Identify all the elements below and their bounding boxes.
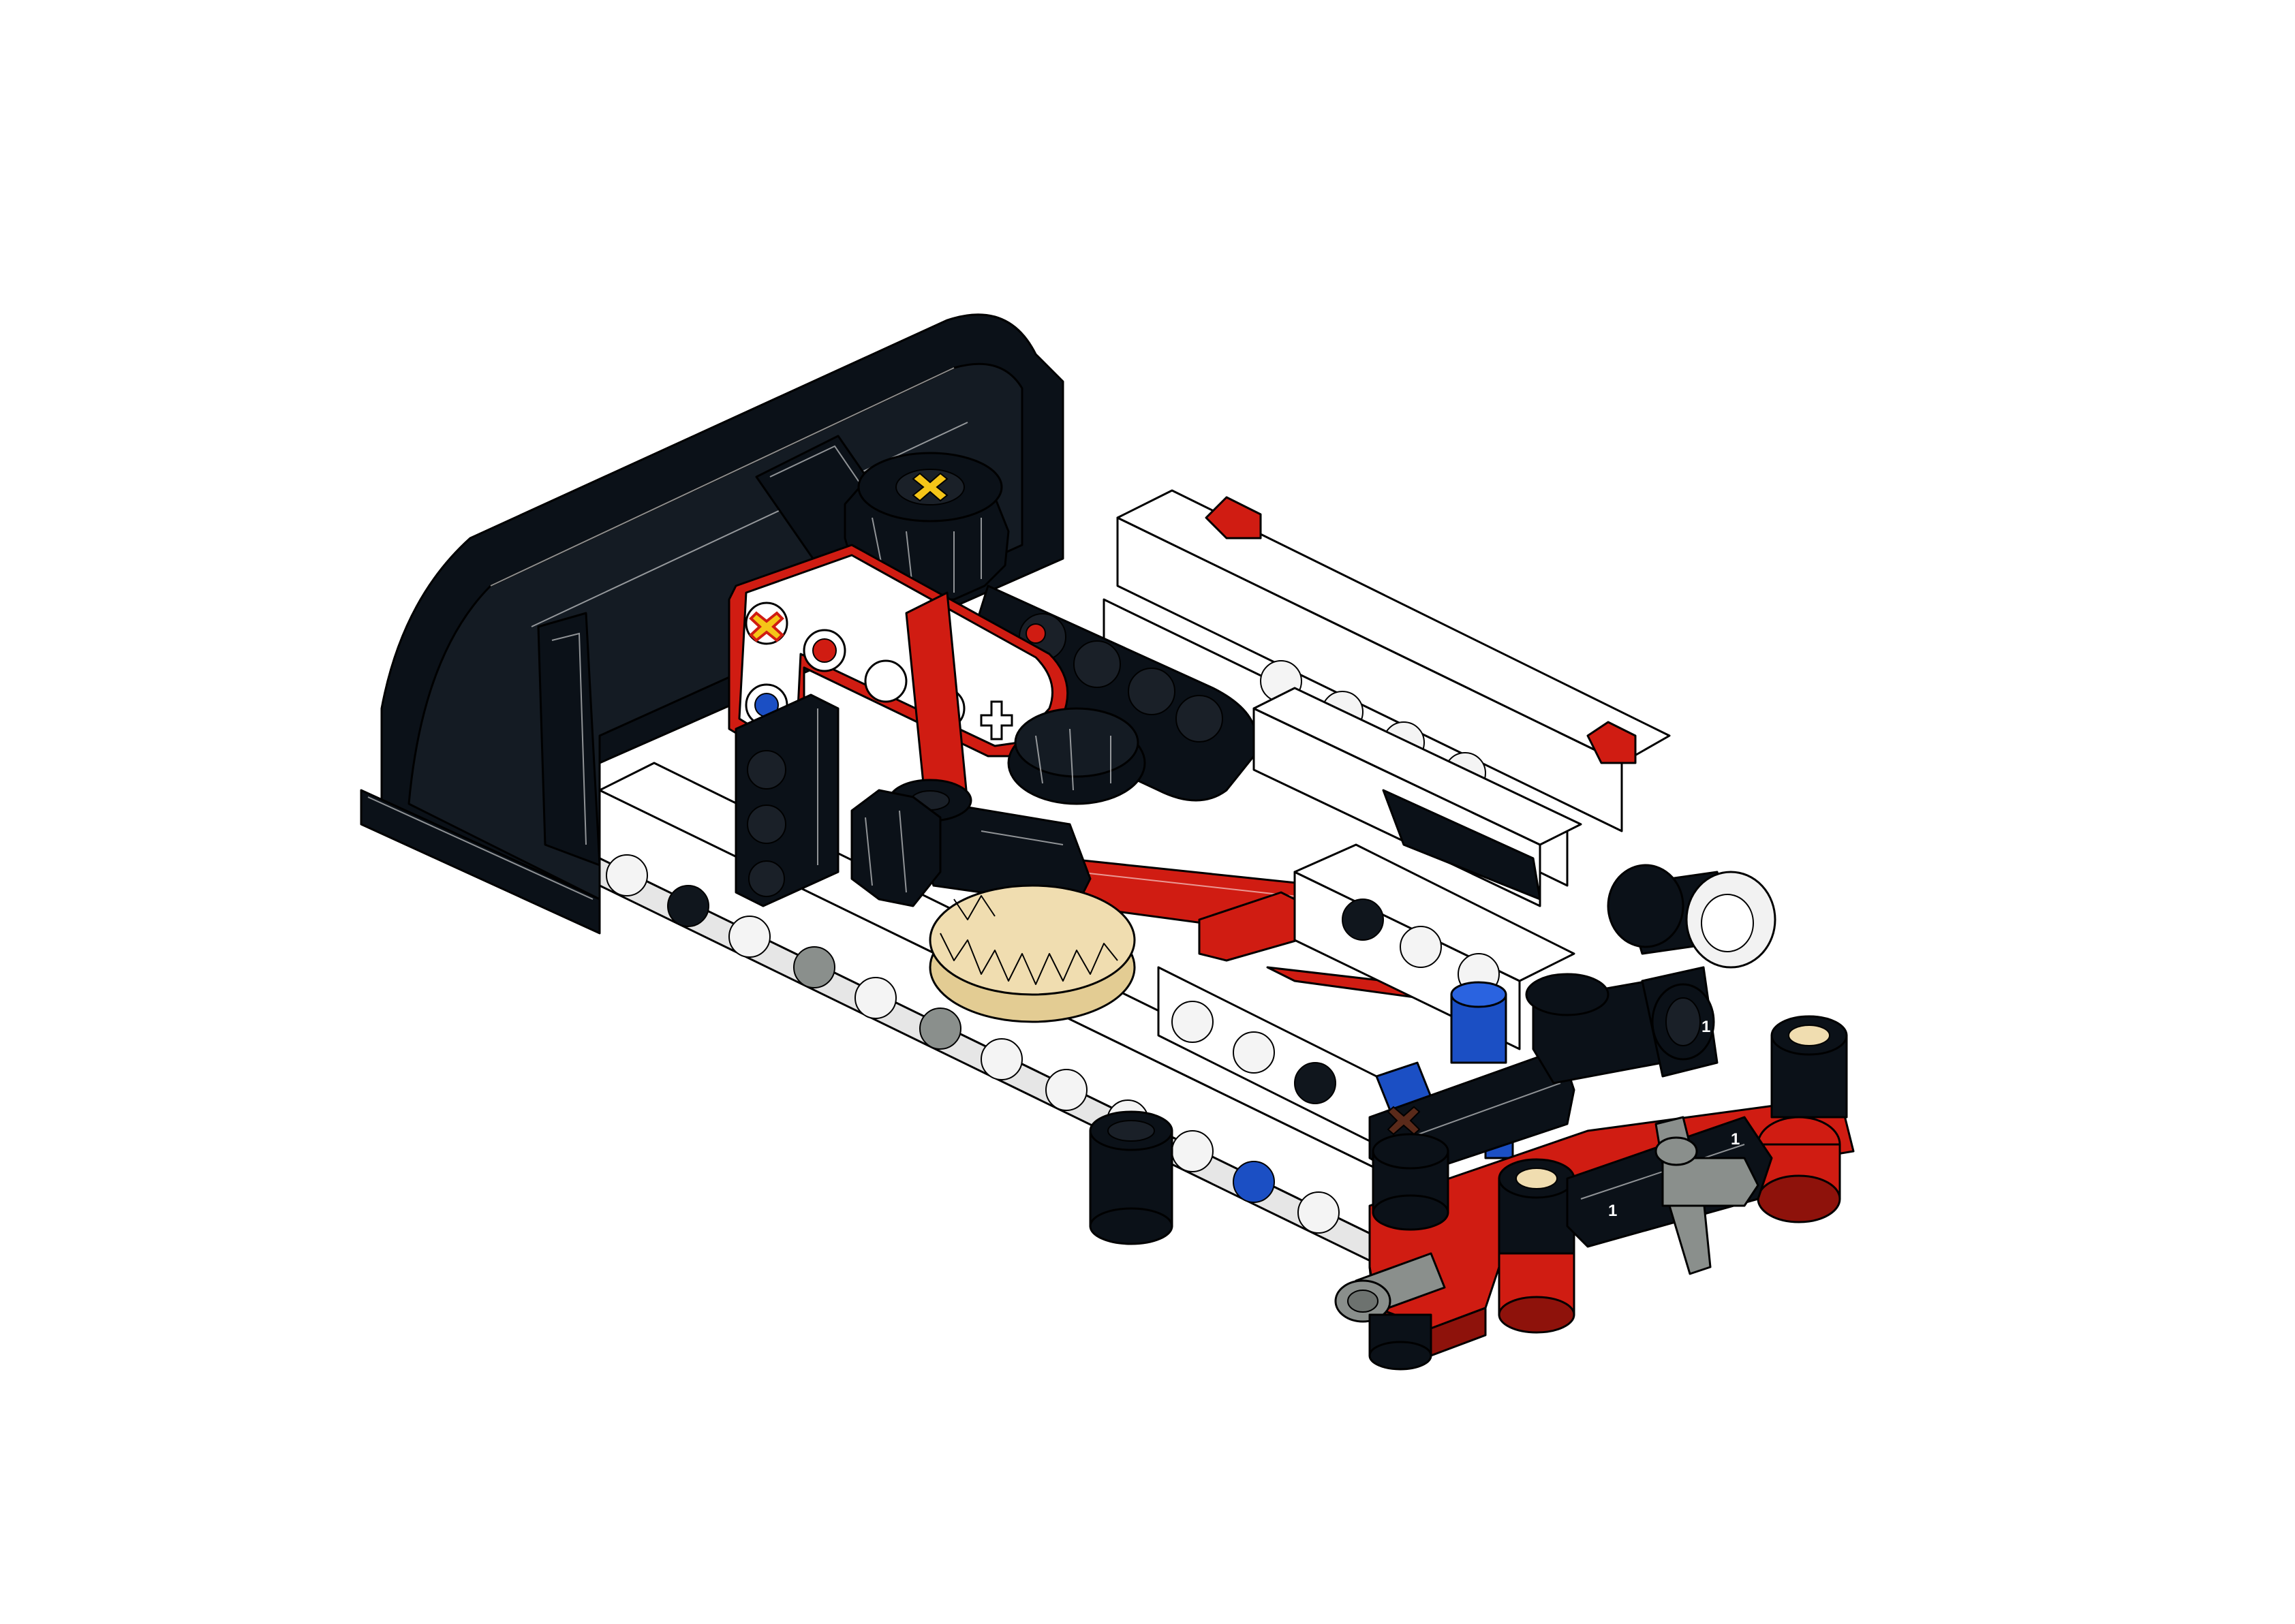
blue-pin-assembly xyxy=(1375,981,1514,1159)
part-label-1b: 1 xyxy=(1608,1202,1617,1220)
black-pin-cylinder-clear-cap xyxy=(1607,864,1776,969)
red-connecting-rod xyxy=(905,591,1446,1003)
gear-tan xyxy=(929,884,1136,1023)
gear-left-black xyxy=(850,789,942,907)
gear-middle-black xyxy=(1007,707,1146,805)
black-cross-block: 1 xyxy=(1525,966,1719,1084)
part-label-1a: 1 xyxy=(1701,1018,1710,1036)
black-pin-with-tan-center xyxy=(1498,1158,1575,1334)
gray-axle-piece xyxy=(1654,1116,1759,1275)
red-axle-tips xyxy=(1205,496,1637,764)
black-pin-left xyxy=(1372,1133,1449,1231)
black-vertical-beam xyxy=(735,693,840,907)
black-pin-right-top xyxy=(1770,1015,1848,1119)
black-axle-connector xyxy=(888,779,1092,907)
part-label-1c: 1 xyxy=(1731,1130,1740,1149)
gray-pin-left xyxy=(1334,1252,1446,1371)
white-beam-lower-front xyxy=(1157,966,1405,1159)
black-pin-standalone xyxy=(1089,1110,1173,1245)
